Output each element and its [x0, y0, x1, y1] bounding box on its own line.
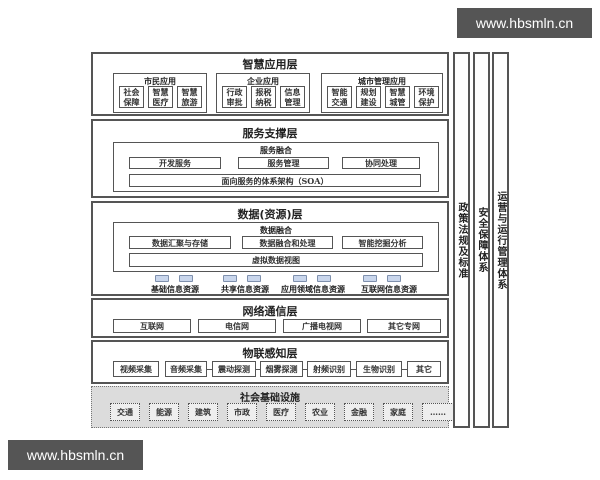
database-icon	[387, 275, 401, 282]
network-private: 其它专网	[367, 319, 441, 333]
service-fusion-group: 服务融合 开发服务 服务管理 协同处理 面向服务的体系架构（SOA）	[113, 142, 439, 192]
citizen-app-group: 市民应用 社会 保障 智慧 医疗 智慧 旅游	[113, 73, 207, 113]
infra-building: 建筑	[188, 403, 218, 421]
infra-transport: 交通	[110, 403, 140, 421]
data-mining: 智能挖掘分析	[342, 236, 423, 249]
data-aggregation: 数据汇聚与存储	[129, 236, 231, 249]
data-layer: 数据(资源)层 数据融合 数据汇聚与存储 数据融合和处理 智能挖掘分析 虚拟数据…	[91, 201, 449, 296]
network-internet: 互联网	[113, 319, 191, 333]
iot-vibration: 震动探测	[212, 361, 256, 377]
source-basic-label: 基础信息资源	[151, 284, 199, 294]
source-icons-shared	[223, 275, 261, 282]
iot-audio: 音频采集	[165, 361, 207, 377]
iot-video: 视频采集	[113, 361, 159, 377]
source-icons-domain	[293, 275, 331, 282]
source-internet-label: 互联网信息资源	[361, 284, 417, 294]
database-icon	[363, 275, 377, 282]
infra-municipal: 市政	[227, 403, 257, 421]
service-collaboration: 协同处理	[342, 157, 420, 169]
service-develop: 开发服务	[129, 157, 221, 169]
infra-energy: 能源	[149, 403, 179, 421]
service-management: 服务管理	[238, 157, 329, 169]
city-app-group: 城市管理应用 智能 交通 规划 建设 智慧 城管 环境 保护	[321, 73, 443, 113]
infrastructure-layer: 社会基础设施 交通 能源 建筑 市政 医疗 农业 金融 家庭 ……	[91, 386, 454, 428]
service-soa: 面向服务的体系架构（SOA）	[129, 174, 421, 187]
policy-standards-label: 政策法规及标准	[456, 201, 467, 279]
iot-smoke: 烟雾探测	[260, 361, 303, 377]
watermark-top-right: www.hbsmln.cn	[457, 8, 592, 38]
service-layer: 服务支撑层 服务融合 开发服务 服务管理 协同处理 面向服务的体系架构（SOA）	[91, 119, 449, 198]
security-column: 安全保障体系	[473, 52, 490, 428]
source-domain-label: 应用领域信息资源	[281, 284, 345, 294]
data-processing: 数据融合和处理	[242, 236, 333, 249]
data-fusion-group: 数据融合 数据汇聚与存储 数据融合和处理 智能挖掘分析 虚拟数据视图	[113, 222, 439, 272]
source-icons-internet	[363, 275, 401, 282]
app-tax: 报税 纳税	[251, 86, 276, 108]
enterprise-app-title: 企业应用	[247, 76, 279, 86]
application-layer: 智慧应用层 市民应用 社会 保障 智慧 医疗 智慧 旅游 企业应用 行政 审批 …	[91, 52, 449, 116]
infrastructure-items: 交通 能源 建筑 市政 医疗 农业 金融 家庭 ……	[110, 403, 454, 421]
iot-biometric: 生物识别	[356, 361, 402, 377]
application-layer-title: 智慧应用层	[242, 58, 298, 71]
iot-layer-title: 物联感知层	[242, 347, 298, 360]
infra-home: 家庭	[383, 403, 413, 421]
city-app-title: 城市管理应用	[358, 76, 406, 86]
infra-more: ……	[422, 403, 454, 421]
infra-agriculture: 农业	[305, 403, 335, 421]
iot-rfid: 射频识别	[307, 361, 351, 377]
policy-standards-column: 政策法规及标准	[453, 52, 470, 428]
network-broadcast: 广播电视网	[283, 319, 361, 333]
security-label: 安全保障体系	[476, 207, 487, 273]
enterprise-app-group: 企业应用 行政 审批 报税 纳税 信息 管理	[216, 73, 310, 113]
data-layer-title: 数据(资源)层	[237, 208, 303, 221]
operations-column: 运营与运行管理体系	[492, 52, 509, 428]
app-environment: 环境 保护	[414, 86, 439, 108]
database-icon	[223, 275, 237, 282]
network-layer-title: 网络通信层	[242, 305, 298, 318]
data-fusion-title: 数据融合	[260, 225, 292, 235]
citizen-app-title: 市民应用	[144, 76, 176, 86]
app-planning: 规划 建设	[356, 86, 381, 108]
app-admin-approval: 行政 审批	[222, 86, 247, 108]
database-icon	[247, 275, 261, 282]
iot-layer: 物联感知层 视频采集 音频采集 震动探测 烟雾探测 射频识别 生物识别 其它	[91, 340, 449, 384]
database-icon	[179, 275, 193, 282]
infrastructure-title: 社会基础设施	[240, 393, 300, 404]
virtual-data-view: 虚拟数据视图	[129, 253, 423, 267]
database-icon	[155, 275, 169, 282]
app-smart-traffic: 智能 交通	[327, 86, 352, 108]
service-fusion-title: 服务融合	[260, 145, 292, 155]
service-layer-title: 服务支撑层	[242, 127, 298, 140]
infra-medical: 医疗	[266, 403, 296, 421]
network-telecom: 电信网	[198, 319, 276, 333]
app-info-management: 信息 管理	[280, 86, 305, 108]
app-social-security: 社会 保障	[119, 86, 144, 108]
app-urban-management: 智慧 城管	[385, 86, 410, 108]
source-icons-basic	[155, 275, 193, 282]
watermark-bottom-left: www.hbsmln.cn	[8, 440, 143, 470]
operations-label: 运营与运行管理体系	[495, 190, 506, 290]
app-smart-tourism: 智慧 旅游	[177, 86, 202, 108]
app-smart-medical: 智慧 医疗	[148, 86, 173, 108]
infra-finance: 金融	[344, 403, 374, 421]
database-icon	[317, 275, 331, 282]
iot-other: 其它	[407, 361, 441, 377]
database-icon	[293, 275, 307, 282]
network-layer: 网络通信层 互联网 电信网 广播电视网 其它专网	[91, 298, 449, 338]
source-shared-label: 共享信息资源	[221, 284, 269, 294]
